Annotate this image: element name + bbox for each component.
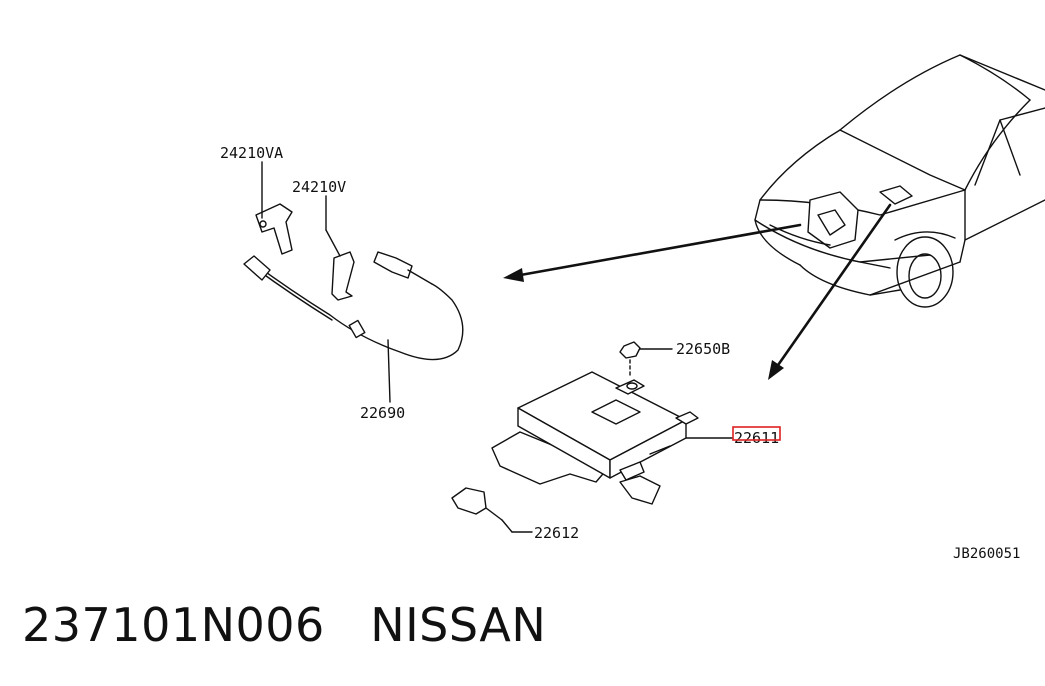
ecu-module-group [451,341,699,521]
callout-22612: 22612 [534,524,579,542]
part-caption: 237101N006 NISSAN [22,598,546,652]
leader-lines-left [261,161,391,403]
highlight-box [732,426,781,441]
arrow-head-down [768,360,784,380]
leader-arrows [503,203,892,380]
brand-name: NISSAN [370,598,547,652]
sensor-harness-group [243,203,464,361]
caption-gap [325,598,370,652]
diagram-reference: JB260051 [953,546,1020,562]
callout-24210va: 24210VA [220,144,283,162]
part-number: 237101N006 [22,598,325,652]
callout-22650b: 22650B [676,340,730,358]
callout-22690: 22690 [360,404,405,422]
callout-24210v: 24210V [292,178,346,196]
leader-lines-right [501,348,733,533]
car-illustration [754,54,1045,308]
callout-22611: 22611 [734,429,779,447]
arrow-head-left [503,268,524,282]
